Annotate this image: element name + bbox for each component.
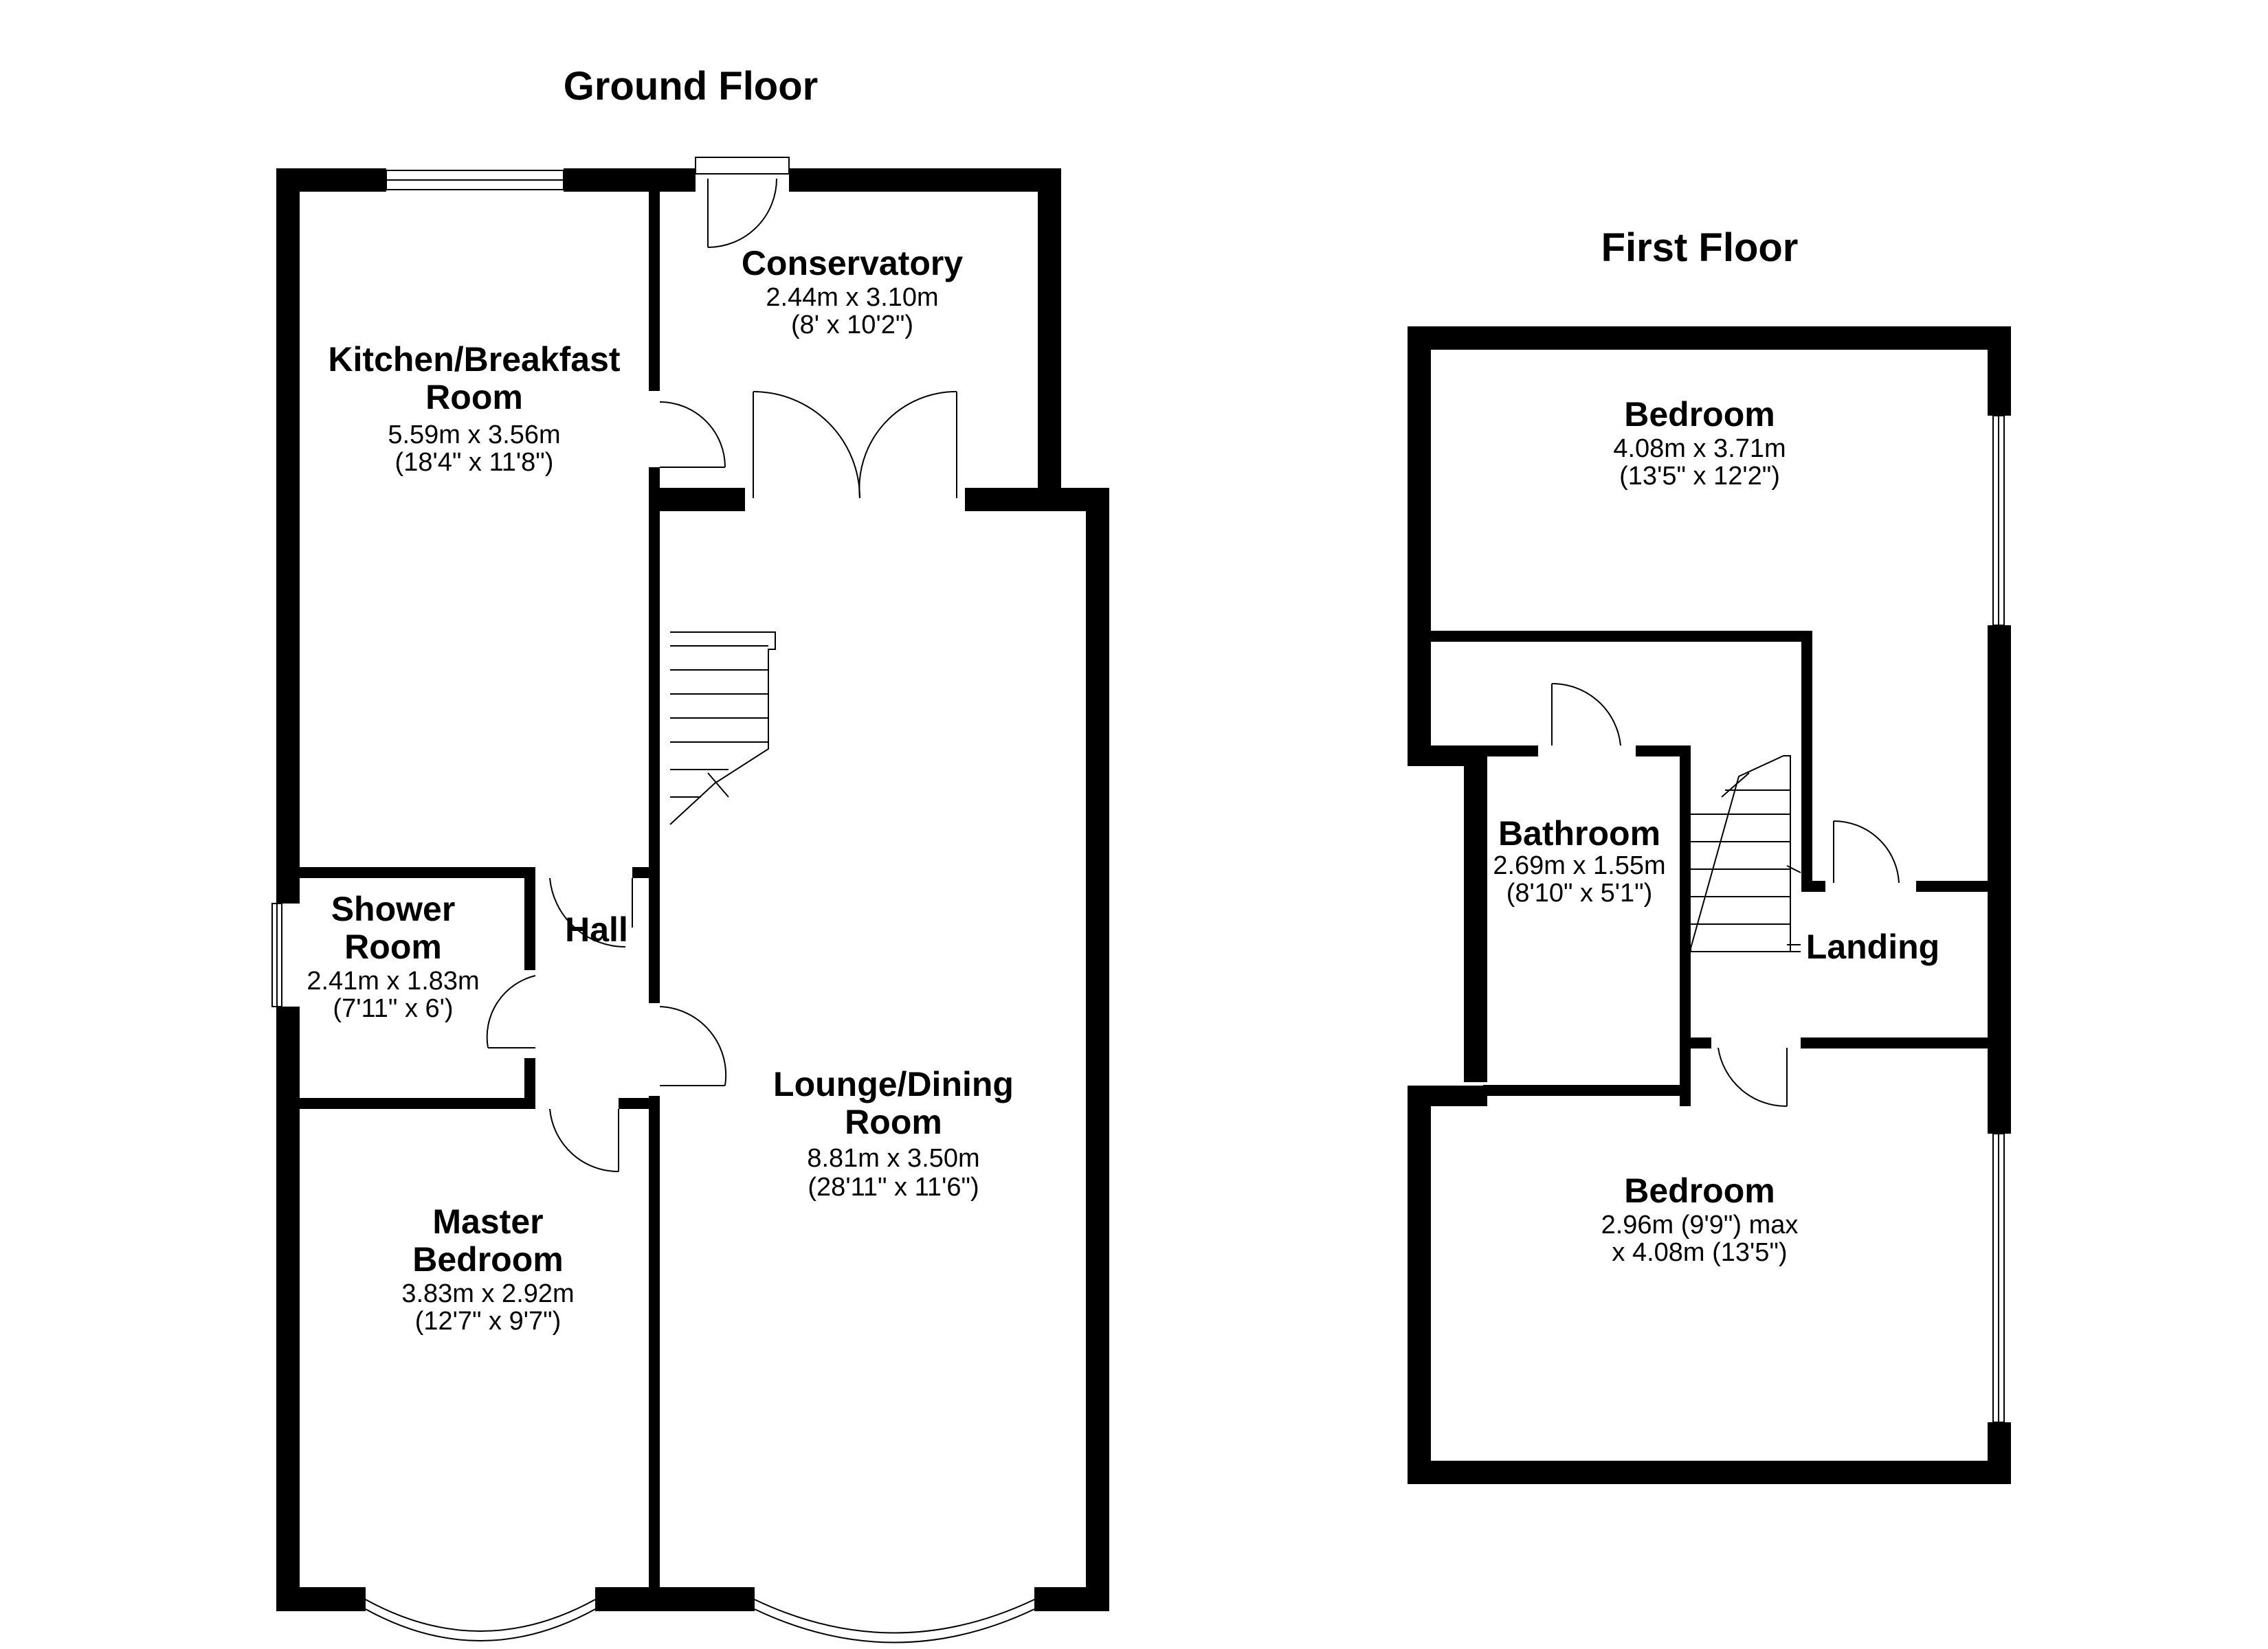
bedroom-window: [1992, 415, 2005, 626]
bedroom-door: [1833, 820, 1900, 884]
room-name: Shower: [331, 890, 456, 928]
lounge-door: [659, 1006, 727, 1086]
room-dimensions: (12'7" x 9'7"): [415, 1307, 562, 1336]
room-lounge-dining: Lounge/Dining Room 8.81m x 3.50m (28'11"…: [773, 1065, 1014, 1202]
ground-floor-doors: [486, 157, 957, 1173]
second-bedroom-window: [1992, 1133, 2005, 1423]
first-floor-stairs: [1690, 755, 1801, 952]
room-conservatory: Conservatory 2.44m x 3.10m (8' x 10'2"): [742, 244, 964, 339]
room-name: Landing: [1806, 928, 1939, 966]
room-name: Room: [845, 1103, 942, 1141]
room-name: Conservatory: [742, 244, 964, 282]
master-bedroom-door: [549, 1108, 619, 1173]
room-shower-room: Shower Room 2.41m x 1.83m (7'11" x 6'): [307, 890, 479, 1023]
room-dimensions: 5.59m x 3.56m: [388, 420, 560, 449]
conservatory-external-door: [695, 157, 790, 248]
room-dimensions: (8' x 10'2"): [791, 311, 913, 339]
room-dimensions: (13'5" x 12'2"): [1619, 462, 1780, 491]
room-name: Lounge/Dining: [773, 1065, 1014, 1103]
room-dimensions: 2.96m (9'9") max: [1601, 1211, 1799, 1239]
hall-door-top: [549, 877, 633, 948]
room-dimensions: 2.41m x 1.83m: [307, 967, 479, 996]
room-name: Hall: [565, 910, 628, 949]
ground-floor-title: Ground Floor: [564, 64, 819, 109]
room-dimensions: 2.44m x 3.10m: [766, 283, 938, 312]
room-dimensions: 4.08m x 3.71m: [1613, 434, 1786, 463]
room-dimensions: x 4.08m (13'5"): [1612, 1238, 1787, 1267]
master-bedroom-bay-window: [365, 1599, 596, 1641]
ground-floor-plan: Ground Floor Kitchen/Breakfast Room 5.59…: [271, 64, 1109, 1644]
first-floor-windows: [1992, 415, 2005, 1423]
first-floor-walls: [1408, 326, 2011, 1484]
room-bathroom: Bathroom 2.69m x 1.55m (8'10" x 5'1"): [1493, 814, 1665, 908]
room-dimensions: (28'11" x 11'6"): [808, 1173, 979, 1202]
room-hall: Hall: [565, 910, 628, 949]
kitchen-window: [386, 170, 564, 190]
room-name: Master: [432, 1202, 543, 1241]
ground-floor-stairs: [669, 631, 776, 825]
room-dimensions: (7'11" x 6'): [333, 994, 453, 1023]
room-dimensions: 2.69m x 1.55m: [1493, 851, 1665, 880]
lounge-bay-window: [754, 1599, 1035, 1644]
shower-room-window: [271, 903, 282, 1007]
room-name: Bedroom: [1624, 1171, 1775, 1210]
ground-floor-windows: [271, 170, 1035, 1644]
room-dimensions: 8.81m x 3.50m: [807, 1144, 979, 1173]
second-bedroom-door: [1717, 1047, 1788, 1108]
room-name: Bedroom: [1624, 395, 1775, 434]
room-master-bedroom: Master Bedroom 3.83m x 2.92m (12'7" x 9'…: [401, 1202, 574, 1336]
ground-floor-walls: [276, 168, 1109, 1611]
first-floor-doors: [1551, 682, 1900, 1108]
room-name: Room: [344, 928, 442, 966]
room-second-bedroom: Bedroom 2.96m (9'9") max x 4.08m (13'5"): [1601, 1171, 1799, 1267]
room-name: Room: [425, 378, 523, 416]
room-dimensions: 3.83m x 2.92m: [401, 1279, 574, 1308]
first-floor-title: First Floor: [1601, 225, 1799, 270]
shower-room-door: [486, 975, 536, 1048]
room-name: Bedroom: [412, 1240, 563, 1279]
room-name: Kitchen/Breakfast: [328, 340, 620, 379]
room-landing: Landing: [1806, 928, 1939, 966]
room-kitchen-breakfast: Kitchen/Breakfast Room 5.59m x 3.56m (18…: [328, 340, 620, 477]
kitchen-door: [659, 401, 726, 468]
room-bedroom: Bedroom 4.08m x 3.71m (13'5" x 12'2"): [1613, 395, 1786, 491]
room-dimensions: (8'10" x 5'1"): [1507, 879, 1653, 908]
conservatory-french-doors: [753, 390, 957, 499]
bathroom-door: [1551, 682, 1621, 746]
room-name: Bathroom: [1498, 814, 1660, 853]
first-floor-plan: First Floor Bedroom 4.08m x 3.71m (13'5"…: [1408, 225, 2011, 1484]
room-dimensions: (18'4" x 11'8"): [395, 448, 554, 477]
